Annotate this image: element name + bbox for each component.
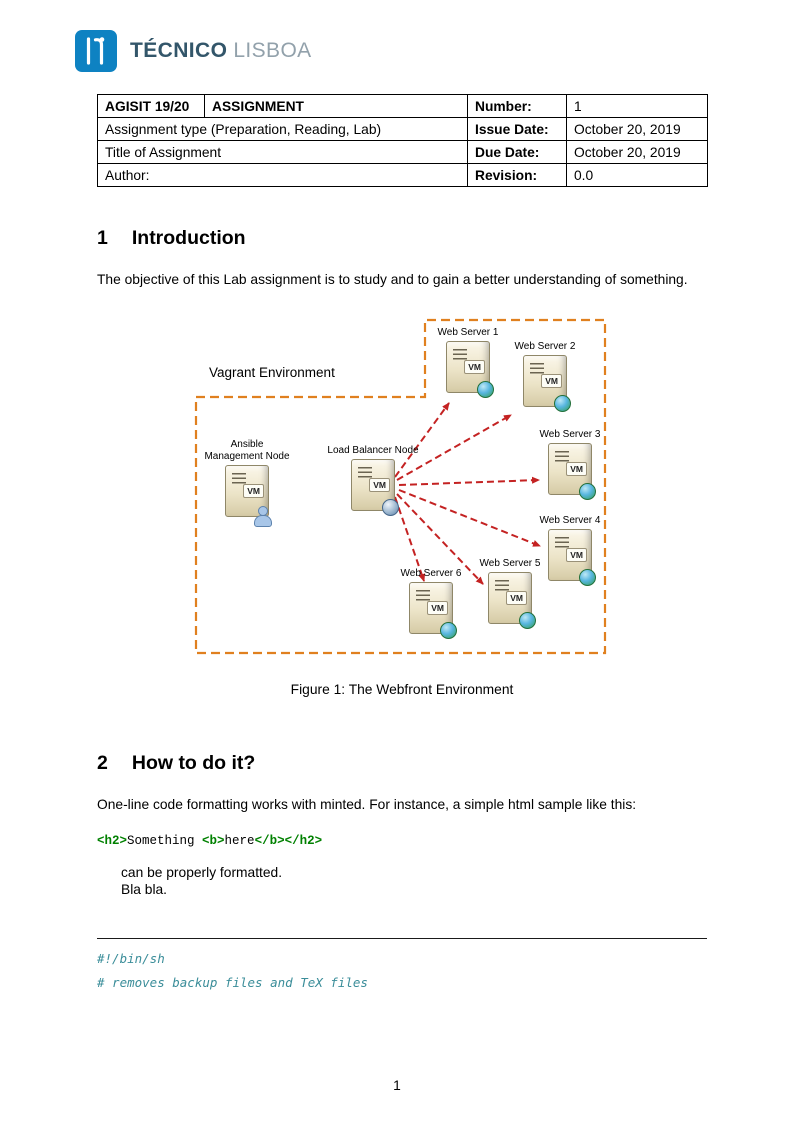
number-value: 1	[566, 94, 708, 118]
vm-badge: VM	[243, 483, 264, 498]
node-web-server-3: Web Server 3 VM	[525, 428, 615, 500]
revision-label: Revision:	[467, 163, 567, 187]
globe-icon	[477, 380, 494, 398]
server-icon: VM	[409, 581, 457, 639]
node-label: Load Balancer Node	[327, 444, 419, 456]
due-date-label: Due Date:	[467, 140, 567, 164]
intro-paragraph: The objective of this Lab assignment is …	[97, 272, 688, 287]
section-title: How to do it?	[131, 751, 256, 774]
table-row: AGISIT 19/20 ASSIGNMENT Number: 1	[97, 94, 708, 118]
vm-badge: VM	[566, 547, 587, 562]
diagram-connections	[194, 318, 607, 654]
code-token-tag: <h2>	[97, 834, 128, 848]
author-label: Author:	[97, 163, 468, 187]
doc-type: ASSIGNMENT	[204, 94, 468, 118]
brand-tecnico: TÉCNICO	[130, 39, 228, 62]
html-code-sample: <h2>Something <b>here</b></h2>	[97, 834, 707, 848]
node-label: Ansible Management Node	[204, 438, 290, 462]
brand-lisboa: LISBOA	[233, 39, 312, 62]
page-number: 1	[393, 1078, 401, 1093]
section-title: Introduction	[131, 227, 246, 249]
quote-line: Bla bla.	[121, 882, 168, 897]
code-token-text: Something	[127, 834, 203, 848]
globe-icon	[579, 482, 596, 500]
assignment-info-table: AGISIT 19/20 ASSIGNMENT Number: 1 Assign…	[97, 94, 708, 187]
globe-icon	[519, 611, 536, 629]
quote-line: can be properly formatted.	[121, 865, 283, 880]
node-label: Web Server 1	[437, 326, 499, 338]
table-row: Title of Assignment Due Date: October 20…	[97, 140, 708, 164]
node-label: Web Server 2	[514, 340, 576, 352]
server-icon: VM	[225, 464, 272, 527]
server-icon: VM	[488, 571, 536, 629]
shell-code-listing: #!/bin/sh # removes backup files and TeX…	[97, 938, 707, 995]
load-balancer-arrows	[394, 401, 541, 585]
vm-badge: VM	[369, 477, 390, 492]
code-line: #!/bin/sh	[97, 951, 165, 966]
globe-icon	[579, 568, 596, 586]
issue-date-value: October 20, 2019	[566, 117, 708, 141]
section-number: 1	[97, 227, 108, 249]
server-icon: VM	[351, 458, 399, 516]
howto-paragraph: One-line code formatting works with mint…	[97, 796, 637, 812]
node-web-server-6: Web Server 6 VM	[386, 567, 476, 639]
number-label: Number:	[467, 94, 567, 118]
node-label: Web Server 4	[539, 514, 601, 526]
vm-badge: VM	[427, 600, 448, 615]
globe-icon	[440, 621, 457, 639]
webfront-figure: Vagrant Environment Ansible Management N…	[97, 313, 707, 697]
node-label: Web Server 3	[539, 428, 601, 440]
vm-badge: VM	[566, 461, 587, 476]
node-label: Web Server 5	[479, 557, 541, 569]
section-number: 2	[97, 751, 108, 774]
code-line: # removes backup files and TeX files	[97, 975, 368, 990]
section-1-heading: 1 Introduction	[97, 227, 707, 250]
vm-badge: VM	[541, 373, 562, 388]
node-web-server-1: Web Server 1 VM	[423, 326, 513, 398]
server-icon: VM	[548, 442, 596, 500]
due-date-value: October 20, 2019	[566, 140, 708, 164]
globe-icon	[554, 394, 571, 412]
vagrant-environment-label: Vagrant Environment	[209, 364, 335, 380]
node-web-server-2: Web Server 2 VM	[500, 340, 590, 412]
section-2-heading: 2 How to do it?	[97, 752, 707, 775]
table-row: Assignment type (Preparation, Reading, L…	[97, 117, 708, 141]
tecnico-logo-icon	[75, 30, 117, 72]
webfront-diagram: Vagrant Environment Ansible Management N…	[97, 313, 707, 661]
figure-caption: Figure 1: The Webfront Environment	[290, 681, 514, 697]
code-token-tag: </b>	[254, 834, 285, 848]
table-row: Author: Revision: 0.0	[97, 163, 708, 187]
globe-clock-icon	[382, 498, 399, 516]
person-icon	[253, 505, 272, 527]
vm-badge: VM	[464, 359, 485, 374]
code-token-text: here	[224, 834, 255, 848]
node-web-server-5: Web Server 5 VM	[465, 557, 555, 629]
course-code: AGISIT 19/20	[97, 94, 205, 118]
code-token-tag: <b>	[202, 834, 225, 848]
node-load-balancer: Load Balancer Node VM	[323, 444, 423, 516]
vagrant-environment-boundary	[194, 318, 607, 654]
issue-date-label: Issue Date:	[467, 117, 567, 141]
node-web-server-4: Web Server 4 VM	[525, 514, 615, 586]
revision-value: 0.0	[566, 163, 708, 187]
quote-block: can be properly formatted. Bla bla.	[121, 864, 707, 898]
server-icon: VM	[523, 354, 571, 412]
server-icon: VM	[548, 528, 596, 586]
node-label: Web Server 6	[400, 567, 462, 579]
code-token-tag: </h2>	[284, 834, 323, 848]
server-icon: VM	[446, 340, 494, 398]
title-of-assignment: Title of Assignment	[97, 140, 468, 164]
vm-badge: VM	[506, 590, 527, 605]
node-ansible-management: Ansible Management Node VM	[202, 438, 292, 527]
assignment-type: Assignment type (Preparation, Reading, L…	[97, 117, 468, 141]
